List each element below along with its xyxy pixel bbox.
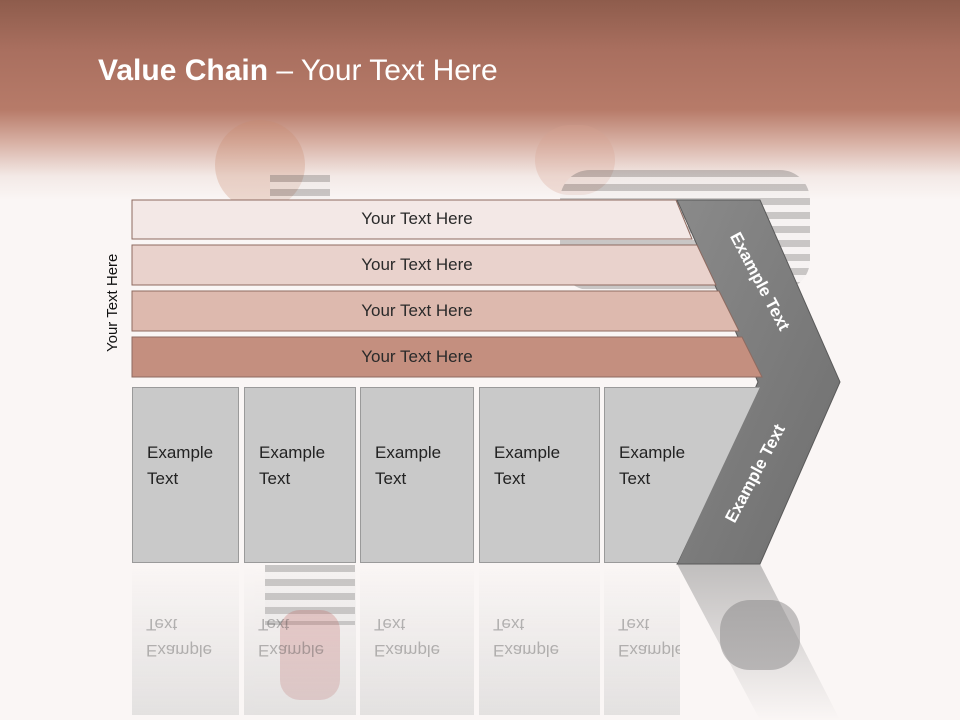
- bar-1-label: Your Text Here: [361, 209, 473, 228]
- bar-4-shape: [131, 336, 763, 378]
- mime-figure-right: [535, 125, 615, 195]
- box-4-reflection: Example Text: [479, 565, 600, 715]
- box-3-reflection-text: Example Text: [374, 615, 441, 660]
- box-4: Example Text: [479, 387, 600, 563]
- bar-2-shape: [131, 244, 717, 286]
- box-3: Example Text: [360, 387, 474, 563]
- bar-1-shape: [131, 199, 693, 240]
- box-4-text: Example Text: [494, 443, 561, 488]
- box-5-reflection: Example Text: [604, 565, 680, 715]
- box-1-reflection: Example Text: [132, 565, 239, 715]
- bar-3-shape: [131, 290, 740, 332]
- title-rest: – Your Text Here: [268, 54, 498, 87]
- box-2-reflection-text: Example Text: [258, 615, 325, 660]
- box-1-reflection-text: Example Text: [146, 615, 213, 660]
- bar-2-label: Your Text Here: [361, 255, 473, 274]
- box-2-text: Example Text: [259, 443, 326, 488]
- mime-figure-left-legs: [265, 565, 355, 625]
- header-band: [0, 0, 960, 200]
- box-3-reflection: Example Text: [360, 565, 474, 715]
- chevron-reflection: [677, 564, 840, 720]
- slide-title: Value Chain – Your Text Here: [98, 54, 498, 88]
- box-1-text: Example Text: [147, 443, 214, 488]
- bar-3-label: Your Text Here: [361, 301, 473, 320]
- box-5-text: Example Text: [619, 443, 686, 488]
- box-1: Example Text: [132, 387, 239, 563]
- box-5-reflection-text: Example Text: [618, 615, 680, 660]
- title-bold: Value Chain: [98, 54, 269, 87]
- box-2: Example Text: [244, 387, 356, 563]
- bar-4-label: Your Text Here: [361, 347, 473, 366]
- box-4-reflection-text: Example Text: [493, 615, 560, 660]
- box-2-reflection: Example Text: [244, 565, 356, 715]
- mime-figure-left: [215, 120, 305, 210]
- box-3-text: Example Text: [375, 443, 442, 488]
- mime-figure-left-shoe: [280, 610, 340, 700]
